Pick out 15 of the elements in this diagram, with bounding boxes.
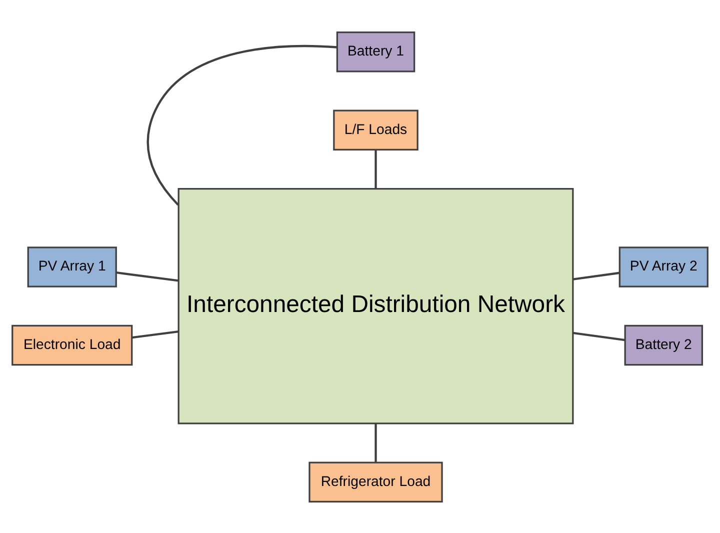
connector — [572, 271, 620, 280]
connector — [116, 271, 179, 282]
node-box: Refrigerator Load — [308, 461, 443, 502]
connector — [572, 331, 626, 341]
node-box: PV Array 1 — [27, 246, 117, 287]
connector — [374, 149, 377, 188]
connector — [146, 44, 338, 206]
node-box: Battery 2 — [624, 324, 704, 366]
node-box: PV Array 2 — [618, 246, 708, 287]
connector — [374, 423, 377, 462]
connector — [132, 330, 179, 338]
node-box: Battery 1 — [336, 31, 416, 72]
node-box: Interconnected Distribution Network — [178, 187, 574, 424]
node-box: L/F Loads — [333, 109, 418, 150]
node-box: Electronic Load — [12, 324, 133, 366]
